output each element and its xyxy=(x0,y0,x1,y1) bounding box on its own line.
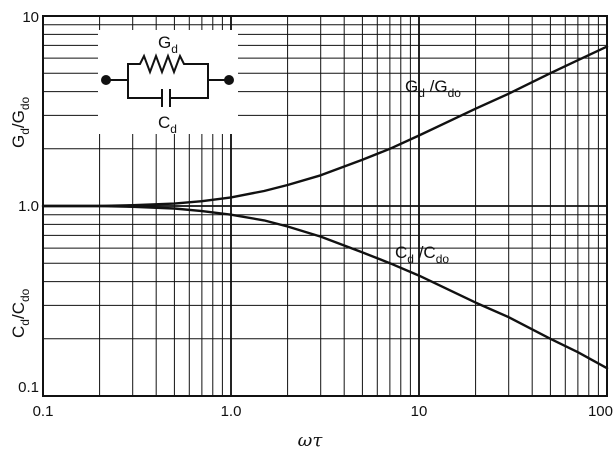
circuit-inset-background xyxy=(98,30,238,134)
terminal-left xyxy=(101,75,111,85)
circuit-inset xyxy=(101,53,234,107)
y-axis-label-lower: Cd/Cdo xyxy=(9,288,32,338)
x-tick-label: 0.1 xyxy=(33,403,54,420)
series-label-cd-cdo: Cd /Cdo xyxy=(395,243,449,266)
series-line-gd-gdo xyxy=(41,45,609,208)
resistor-symbol xyxy=(127,53,209,96)
terminal-right xyxy=(224,75,234,85)
y-tick-label: 1.0 xyxy=(18,198,39,215)
inset-label-gd: Gd xyxy=(158,33,178,56)
x-tick-label: 100 xyxy=(588,403,613,420)
y-axis-label-upper: Gd/Gdo xyxy=(9,96,32,148)
y-tick-label: 0.1 xyxy=(18,379,39,396)
tick-labels: 0.1 1.0 10 100 0.1 1.0 10 xyxy=(18,9,613,420)
grid xyxy=(42,15,608,397)
series-label-gd-gdo: Gd /Gdo xyxy=(405,77,461,100)
x-axis-label: ωτ xyxy=(298,430,324,451)
x-tick-label: 1.0 xyxy=(221,403,242,420)
series-line-cd-cdo xyxy=(41,204,609,370)
x-tick-label: 10 xyxy=(411,403,428,420)
y-tick-label: 10 xyxy=(22,9,39,26)
curves xyxy=(41,45,609,370)
inset-label-cd: Cd xyxy=(158,113,177,136)
